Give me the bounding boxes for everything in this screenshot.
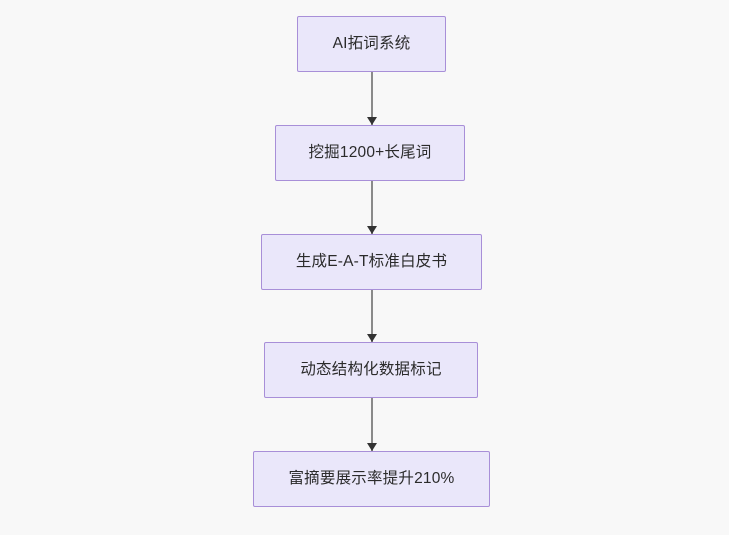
connector-line xyxy=(371,398,373,451)
flow-node-1[interactable]: AI拓词系统 xyxy=(297,16,446,72)
flow-node-3[interactable]: 生成E-A-T标准白皮书 xyxy=(261,234,482,290)
flow-node-label: 生成E-A-T标准白皮书 xyxy=(295,253,448,271)
arrowhead-icon xyxy=(367,226,377,234)
flow-node-2[interactable]: 挖掘1200+长尾词 xyxy=(275,125,465,181)
arrowhead-icon xyxy=(367,334,377,342)
flow-node-label: 富摘要展示率提升210% xyxy=(288,470,455,488)
flow-node-4[interactable]: 动态结构化数据标记 xyxy=(264,342,478,398)
flow-node-label: 挖掘1200+长尾词 xyxy=(308,144,432,162)
flow-node-5[interactable]: 富摘要展示率提升210% xyxy=(253,451,490,507)
arrowhead-icon xyxy=(367,117,377,125)
arrowhead-icon xyxy=(367,443,377,451)
connector-line xyxy=(371,181,373,234)
connector-line xyxy=(371,290,373,342)
flow-node-label: AI拓词系统 xyxy=(332,35,411,53)
flow-node-label: 动态结构化数据标记 xyxy=(300,361,442,379)
connector-line xyxy=(371,72,373,125)
